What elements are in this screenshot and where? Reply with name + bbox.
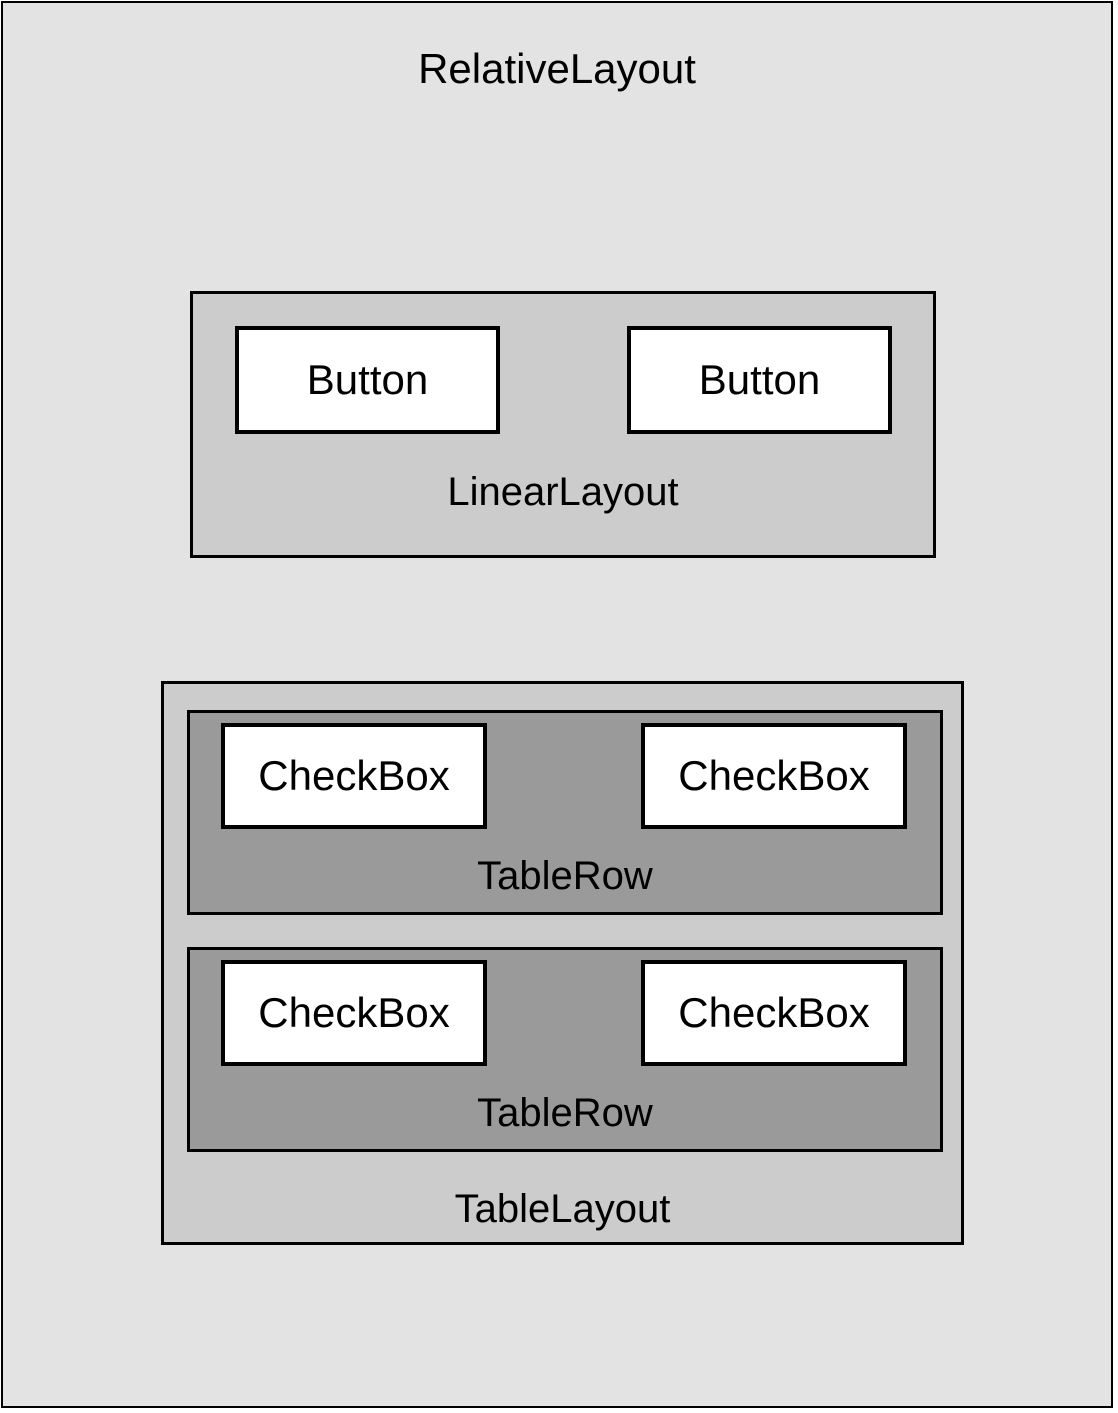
table-row-label: TableRow — [477, 854, 653, 898]
table-row: CheckBox CheckBox TableRow — [187, 710, 943, 915]
table-row-label: TableRow — [477, 1091, 653, 1135]
table-layout-label: TableLayout — [454, 1187, 671, 1231]
checkbox-row1-right[interactable]: CheckBox — [641, 723, 907, 829]
checkbox-row2-left[interactable]: CheckBox — [221, 960, 487, 1066]
linear-layout-label: LinearLayout — [447, 470, 679, 514]
button-right[interactable]: Button — [627, 326, 892, 434]
button-left[interactable]: Button — [235, 326, 500, 434]
table-row: CheckBox CheckBox TableRow — [187, 947, 943, 1152]
linear-layout-container: Button Button LinearLayout — [190, 291, 936, 558]
relative-layout-label: RelativeLayout — [418, 45, 696, 92]
checkbox-row2-right[interactable]: CheckBox — [641, 960, 907, 1066]
table-layout-container: CheckBox CheckBox TableRow CheckBox Chec… — [161, 681, 964, 1245]
checkbox-row1-left[interactable]: CheckBox — [221, 723, 487, 829]
